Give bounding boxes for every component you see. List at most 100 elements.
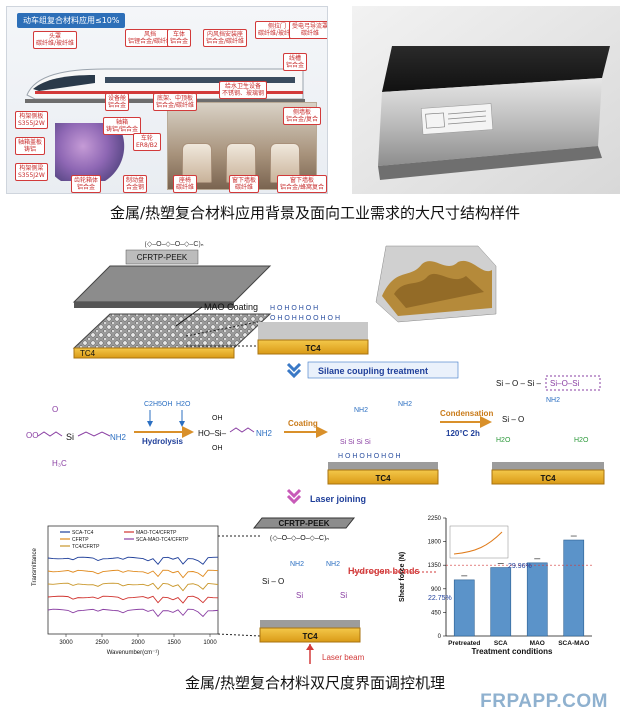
coating-step: Coating TC4 H O H O H O H O H Si Si Si S… bbox=[284, 401, 439, 485]
svg-text:HO–Si–: HO–Si– bbox=[198, 429, 227, 438]
laser-beam-label: Laser beam bbox=[322, 653, 365, 662]
mao-coating-label: MAO Coating bbox=[204, 302, 258, 312]
svg-text:Si Si Si Si: Si Si Si Si bbox=[340, 439, 371, 446]
ftir-x-tick-label: 2500 bbox=[95, 640, 109, 646]
increase-annotation: 22.75% bbox=[428, 595, 452, 602]
ftir-legend-label: SCA-MAO-TC4/CFRTP bbox=[136, 537, 189, 543]
bar-category-label: SCA-MAO bbox=[558, 640, 589, 647]
callout: 座椅碳纤维 bbox=[173, 175, 198, 193]
inset-curve bbox=[449, 525, 509, 559]
bar-y-tick-label: 2250 bbox=[428, 516, 442, 522]
callout: 底架、中顶板铝合金/碳纤维 bbox=[153, 93, 198, 111]
callout: 风挡铝锂合金/碳纤维 bbox=[125, 29, 176, 47]
sample-image bbox=[352, 6, 620, 194]
bar bbox=[563, 539, 585, 637]
svg-text:OO: OO bbox=[26, 431, 38, 440]
bar bbox=[453, 579, 475, 637]
callout: 侧拉门碳纤维/玻纤维 bbox=[255, 21, 300, 39]
coating-label: Coating bbox=[288, 419, 318, 428]
svg-text:O: O bbox=[52, 405, 58, 414]
svg-text:Si – O: Si – O bbox=[502, 415, 524, 424]
callout: 给水卫生设备不锈钢、玻璃钢 bbox=[219, 81, 268, 99]
ftir-xlabel: Wavenumber(cm⁻¹) bbox=[107, 650, 160, 656]
surface-hydroxyl-zoom: TC4 O H O H H O O H O H H O H O H O H bbox=[185, 305, 369, 355]
svg-text:NH2: NH2 bbox=[398, 401, 412, 408]
svg-text:OH: OH bbox=[212, 445, 223, 452]
hydrolysis-label: Hydrolysis bbox=[142, 437, 183, 446]
bar bbox=[490, 567, 512, 637]
svg-text:H O H O H O H O H: H O H O H O H O H bbox=[338, 453, 401, 460]
bar-category-label: MAO bbox=[530, 640, 545, 647]
callout: 头罩碳纤维/玻纤维 bbox=[33, 31, 78, 49]
callout: 齿轮箱体铝合金 bbox=[71, 175, 102, 193]
ftir-spectra-chart: Transmittance Wavenumber(cm⁻¹) 3000 2500 2… bbox=[32, 525, 219, 656]
condensation-label: Condensation bbox=[440, 409, 493, 418]
top-figure-caption: 金属/热塑复合材料应用背景及面向工业需求的大尺寸结构样件 bbox=[109, 204, 521, 222]
svg-text:Si: Si bbox=[296, 591, 303, 600]
train-application-figure: 动车组复合材料应用≤10% 头罩碳纤维/玻纤维 风挡铝锂合金/碳纤维 车体铝合金… bbox=[6, 6, 328, 194]
bar-xlabel: Treatment conditions bbox=[472, 647, 553, 656]
callout: 制动盘合金钢 bbox=[123, 175, 148, 193]
structural-sample-photo bbox=[352, 6, 620, 194]
callout: 车体铝合金 bbox=[167, 29, 192, 47]
condensation-condition: 120°C 2h bbox=[446, 429, 480, 438]
hydrolysis-reaction: OO Si NH2 O H₃C C2H5OH H2O Hydrolysis HO… bbox=[26, 401, 273, 468]
ftir-x-tick-label: 1500 bbox=[167, 640, 181, 646]
ftir-x-tick-label: 1000 bbox=[203, 640, 217, 646]
laser-joining-label: Laser joining bbox=[310, 494, 366, 504]
composite-plate: CFRTP-PEEK ⟮◇–O–◇–O–◇–C⟯ₙ bbox=[72, 240, 272, 308]
callout: 侧墙板铝合金/复合 bbox=[283, 107, 322, 125]
ftir-legend-label: SCA-TC4 bbox=[72, 530, 94, 536]
svg-text:Si: Si bbox=[66, 432, 74, 442]
svg-text:H2O: H2O bbox=[496, 437, 511, 444]
ftir-x-tick-label: 3000 bbox=[59, 640, 73, 646]
bar-y-tick-label: 1350 bbox=[428, 563, 442, 569]
svg-text:H O H O H O H: H O H O H O H bbox=[270, 305, 318, 312]
reagent-water: H2O bbox=[176, 401, 191, 408]
mao-coated-substrate: MAO Coating TC4 bbox=[72, 302, 272, 359]
svg-text:NH2: NH2 bbox=[326, 561, 340, 568]
svg-text:⟮◇–O–◇–O–◇–C⟯ₙ: ⟮◇–O–◇–O–◇–C⟯ₙ bbox=[270, 534, 329, 542]
callout: 线槽铝合金 bbox=[283, 53, 308, 71]
ftir-legend-label: TC4/CFRTP bbox=[72, 544, 100, 550]
siloxane-label: Si – O – Si – bbox=[496, 379, 541, 388]
interface-mechanism-figure: CFRTP-PEEK ⟮◇–O–◇–O–◇–C⟯ₙ MAO Coating TC… bbox=[26, 240, 605, 664]
bar-y-tick-label: 1800 bbox=[428, 540, 442, 546]
svg-text:CFRTP-PEEK: CFRTP-PEEK bbox=[278, 519, 329, 528]
callout: 受电弓导流罩碳纤维 bbox=[289, 21, 327, 39]
ftir-series-line bbox=[47, 556, 219, 565]
bar-category-label: Pretreated bbox=[448, 640, 480, 647]
svg-text:O H O H H O O H O H: O H O H H O O H O H bbox=[270, 315, 340, 322]
callout: 设备舱铝合金 bbox=[105, 93, 130, 111]
ftir-ylabel: Transmittance bbox=[32, 548, 38, 586]
laser-joining-step: Laser joining bbox=[286, 488, 366, 505]
hydrogen-bonds-label: Hydrogen bonds bbox=[348, 566, 420, 576]
silane-step-label: Silane coupling treatment bbox=[318, 366, 428, 376]
peek-structure-label: CFRTP-PEEK bbox=[137, 253, 188, 262]
svg-text:NH2: NH2 bbox=[354, 407, 368, 414]
svg-text:Si: Si bbox=[340, 591, 347, 600]
bar-y-tick-label: 900 bbox=[431, 587, 442, 593]
increase-annotation: 29.96% bbox=[508, 563, 532, 570]
shear-force-bar-chart: Shear force (N) Treatment conditions 045… bbox=[399, 516, 592, 656]
ftir-series-line bbox=[47, 582, 219, 592]
svg-text:TC4: TC4 bbox=[302, 632, 318, 641]
train-figure-title: 动车组复合材料应用≤10% bbox=[17, 13, 126, 28]
svg-text:NH2: NH2 bbox=[256, 429, 273, 438]
ftir-legend-label: MAO-TC4/CFRTP bbox=[136, 530, 177, 536]
callout: 窗下墙板铝合金/蜂窝复合 bbox=[277, 175, 327, 193]
bar-y-tick-label: 0 bbox=[438, 634, 442, 640]
bar bbox=[526, 562, 548, 637]
afm-topography-inset bbox=[375, 245, 497, 323]
bar-ylabel: Shear force (N) bbox=[399, 552, 406, 602]
svg-text:OH: OH bbox=[212, 415, 223, 422]
svg-text:TC4: TC4 bbox=[540, 474, 556, 483]
tc4-label: TC4 bbox=[305, 344, 321, 353]
svg-text:NH2: NH2 bbox=[110, 433, 127, 442]
ftir-series-line bbox=[47, 595, 219, 604]
bar-category-label: SCA bbox=[494, 640, 508, 647]
ftir-x-tick-label: 2000 bbox=[131, 640, 145, 646]
condensation-step: Condensation 120°C 2h Si – O – Si – Si–O… bbox=[440, 375, 605, 485]
